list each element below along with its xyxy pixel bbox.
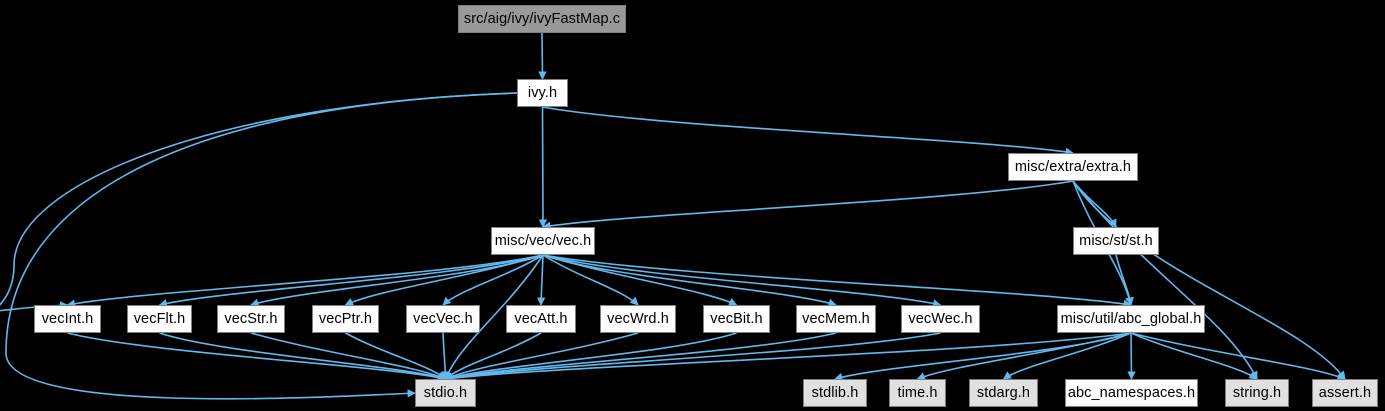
graph-edge-vecInt-to-stdio (67, 332, 447, 382)
graph-node-abc_global[interactable]: misc/util/abc_global.h (1057, 305, 1205, 333)
graph-node-label: stdio.h (423, 384, 468, 401)
graph-node-label: assert.h (1318, 384, 1372, 401)
graph-edge-abc_global-to-time (916, 332, 1132, 381)
graph-edge-vec-to-vecVec (442, 254, 544, 306)
graph-edge-root-to-ivy (538, 32, 547, 80)
graph-edge-ivy-to-vecInt (0, 92, 518, 312)
graph-node-label: time.h (897, 384, 938, 401)
graph-edge-vecMem-to-stdio (444, 332, 837, 382)
graph-edge-vecWec-to-stdio (444, 332, 941, 382)
graph-node-label: src/aig/ivy/ivyFastMap.c (463, 10, 621, 27)
graph-node-vecAtt[interactable]: vecAtt.h (506, 305, 576, 333)
graph-node-vecBit[interactable]: vecBit.h (703, 305, 770, 333)
graph-node-label: vecWec.h (908, 310, 973, 327)
graph-node-label: vecStr.h (224, 310, 278, 327)
graph-edge-abc_global-to-assert (1130, 332, 1346, 381)
graph-node-abc_namespaces[interactable]: abc_namespaces.h (1065, 379, 1198, 407)
graph-edge-vecBit-to-stdio (444, 332, 737, 381)
graph-node-st[interactable]: misc/st/st.h (1073, 227, 1159, 255)
graph-node-label: vecInt.h (41, 310, 94, 327)
graph-node-string[interactable]: string.h (1225, 379, 1289, 407)
edges-group (0, 32, 1346, 400)
graph-node-label: ivy.h (527, 84, 558, 101)
graph-edge-ivy-to-extra (542, 106, 1074, 156)
graph-edge-vec-to-abc_global (542, 254, 1132, 308)
graph-edge-abc_global-to-string (1130, 332, 1258, 380)
graph-node-ivy[interactable]: ivy.h (517, 79, 568, 107)
graph-node-vec[interactable]: misc/vec/vec.h (491, 227, 595, 255)
graph-edge-vec-to-vecAtt (537, 254, 546, 306)
graph-edge-abc_global-to-stdio (444, 332, 1132, 383)
graph-edge-vecStr-to-stdio (250, 332, 447, 380)
graph-node-vecWrd[interactable]: vecWrd.h (600, 305, 676, 333)
graph-node-vecWec[interactable]: vecWec.h (901, 305, 980, 333)
graph-node-vecMem[interactable]: vecMem.h (796, 305, 876, 333)
graph-edge-vecPtr-to-stdio (345, 332, 447, 380)
graph-node-label: vecMem.h (802, 310, 870, 327)
graph-node-label: vecPtr.h (318, 310, 373, 327)
graph-edge-vecWrd-to-stdio (444, 332, 639, 380)
graph-node-stdlib[interactable]: stdlib.h (803, 379, 867, 407)
graph-node-vecStr[interactable]: vecStr.h (217, 305, 285, 333)
graph-node-label: stdlib.h (811, 384, 859, 401)
graph-node-label: vecVec.h (413, 310, 473, 327)
graph-node-stdio[interactable]: stdio.h (415, 379, 476, 407)
graph-node-label: vecBit.h (710, 310, 763, 327)
graph-edge-vec-to-stdio (444, 254, 544, 380)
graph-edge-ivy-to-vec (538, 106, 548, 228)
graph-node-vecPtr[interactable]: vecPtr.h (312, 305, 379, 333)
graph-node-time[interactable]: time.h (889, 379, 946, 407)
graph-edge-extra-to-assert (1072, 180, 1346, 380)
graph-node-stdarg[interactable]: stdarg.h (969, 379, 1038, 407)
graph-edge-ivy-to-stdio (5, 92, 518, 400)
graph-node-label: misc/st/st.h (1079, 232, 1153, 249)
graph-node-label: vecWrd.h (607, 310, 669, 327)
graph-node-label: vecAtt.h (514, 310, 568, 327)
graph-edge-extra-to-vec (542, 180, 1074, 230)
graph-edge-vecFlt-to-stdio (159, 332, 447, 381)
graph-edge-vec-to-vecMem (542, 254, 837, 307)
graph-node-label: string.h (1232, 384, 1282, 401)
graph-node-vecInt[interactable]: vecInt.h (34, 305, 101, 333)
graph-node-label: misc/util/abc_global.h (1060, 310, 1202, 327)
graph-edge-abc_global-to-abc_namespaces (1127, 332, 1136, 380)
graph-edge-vec-to-vecInt (66, 254, 544, 308)
graph-edge-vec-to-vecWrd (542, 254, 639, 306)
graph-node-label: stdarg.h (976, 384, 1031, 401)
graph-node-label: misc/vec/vec.h (494, 232, 592, 249)
graph-edge-abc_global-to-stdarg (1002, 332, 1132, 380)
graph-node-vecFlt[interactable]: vecFlt.h (127, 305, 192, 333)
graph-node-label: vecFlt.h (133, 310, 186, 327)
graph-edge-vec-to-vecPtr (344, 254, 544, 306)
graph-edge-vec-to-vecWec (542, 254, 942, 308)
graph-node-root[interactable]: src/aig/ivy/ivyFastMap.c (458, 5, 626, 33)
graph-node-assert[interactable]: assert.h (1312, 379, 1378, 407)
graph-node-label: misc/extra/extra.h (1014, 158, 1132, 175)
graph-edge-vec-to-vecFlt (158, 254, 544, 308)
graph-node-label: abc_namespaces.h (1067, 384, 1196, 401)
graph-node-vecVec[interactable]: vecVec.h (406, 305, 480, 333)
graph-node-extra[interactable]: misc/extra/extra.h (1008, 153, 1138, 181)
